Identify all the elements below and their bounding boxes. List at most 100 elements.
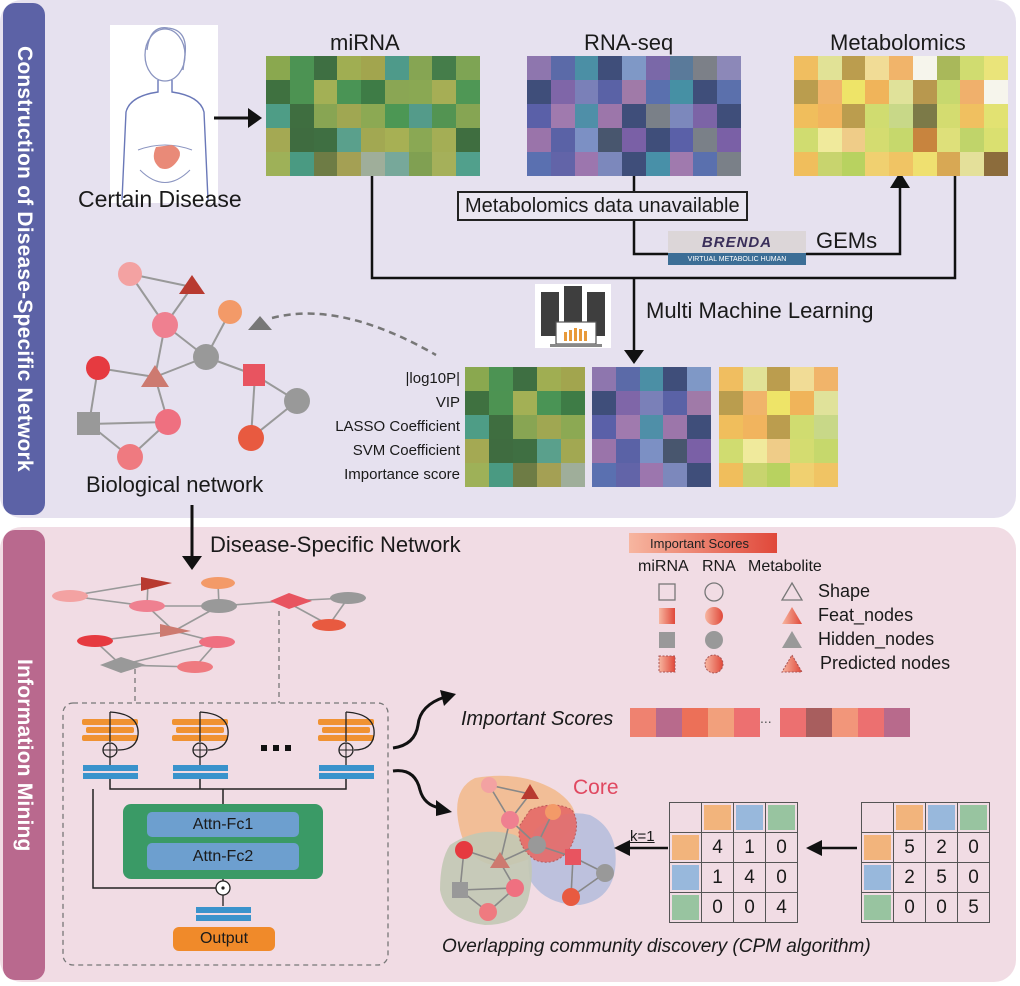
heatmap-cell <box>337 56 362 80</box>
legend-row-predicted: Predicted nodes <box>820 653 951 673</box>
heatmap-cell <box>561 439 585 463</box>
heatmap-cell <box>465 415 489 439</box>
core-label: Core <box>573 776 619 799</box>
heatmap-cell <box>814 463 838 487</box>
heatmap-cell <box>550 56 575 80</box>
heatmap-cell <box>384 104 409 128</box>
heatmap-cell <box>817 80 842 104</box>
heatmap-cell <box>527 56 551 80</box>
ml-metabolite-heatmap <box>719 367 838 487</box>
heatmap-cell <box>742 439 767 463</box>
heatmap-cell <box>663 463 688 487</box>
heatmap-cell <box>814 439 838 463</box>
score-cell <box>682 708 708 737</box>
matrix-cell: 0 <box>925 892 958 923</box>
heatmap-cell <box>814 415 838 439</box>
heatmap-cell <box>592 391 616 415</box>
heatmap-cell <box>615 415 640 439</box>
heatmap-cell <box>639 439 664 463</box>
heatmap-cell <box>527 152 551 176</box>
heatmap-cell <box>537 367 561 391</box>
heatmap-cell <box>513 391 537 415</box>
heatmap-cell <box>266 128 290 152</box>
heatmap-cell <box>645 128 670 152</box>
heatmap-cell <box>537 415 561 439</box>
metabolomics-title: Metabolomics <box>830 30 966 55</box>
heatmap-cell <box>639 463 664 487</box>
heatmap-cell <box>550 104 575 128</box>
matrix-cell: 0 <box>765 862 798 893</box>
matrix-cell: 0 <box>957 832 990 863</box>
heatmap-cell <box>717 152 741 176</box>
heatmap-cell <box>693 56 718 80</box>
heatmap-cell <box>361 56 385 80</box>
heatmap-cell <box>408 128 433 152</box>
dsn-node <box>52 590 88 602</box>
heatmap-cell <box>693 104 718 128</box>
metabolomics-heatmap <box>794 56 1008 176</box>
heatmap-cell <box>622 80 646 104</box>
heatmap-cell <box>889 56 913 80</box>
heatmap-cell <box>489 463 513 487</box>
heatmap-cell <box>719 463 743 487</box>
heatmap-cell <box>717 104 741 128</box>
heatmap-cell <box>456 80 480 104</box>
heatmap-cell <box>984 104 1008 128</box>
gnn-layer-blocks <box>82 711 375 779</box>
heatmap-cell <box>669 56 694 80</box>
curved-arrow-icon <box>392 695 446 750</box>
heatmap-cell <box>960 56 985 80</box>
heatmap-cell <box>527 80 551 104</box>
gnn-block <box>82 711 139 779</box>
feat-triangle-icon <box>782 607 802 624</box>
heatmap-cell <box>669 128 694 152</box>
heatmap-cell <box>456 56 480 80</box>
heatmap-cell <box>889 80 913 104</box>
network-node <box>77 412 100 435</box>
scores-bar-left <box>630 708 760 737</box>
network-node <box>152 312 178 338</box>
heatmap-cell <box>313 152 338 176</box>
network-node <box>118 262 142 286</box>
heatmap-cell <box>622 56 646 80</box>
heatmap-cell <box>465 391 489 415</box>
heatmap-cell <box>912 152 937 176</box>
heatmap-cell <box>790 439 815 463</box>
community-caption: Overlapping community discovery (CPM alg… <box>442 936 871 957</box>
heatmap-cell <box>841 152 866 176</box>
heatmap-cell <box>622 152 646 176</box>
dsn-node <box>330 592 366 604</box>
heatmap-cell <box>742 391 767 415</box>
hidden-triangle-icon <box>782 631 802 648</box>
heatmap-cell <box>408 104 433 128</box>
brenda-text: BRENDA <box>701 233 773 251</box>
matrix-corner <box>861 802 894 833</box>
score-cell <box>630 708 656 737</box>
legend-col-mirna: miRNA <box>638 558 689 575</box>
heatmap-cell <box>687 367 711 391</box>
matrix-cell: 1 <box>701 862 734 893</box>
heatmap-cell <box>766 367 791 391</box>
heatmap-cell <box>817 128 842 152</box>
rnaseq-heatmap <box>527 56 741 176</box>
predicted-circle-icon <box>704 654 724 674</box>
heatmap-cell <box>814 391 838 415</box>
matrix-cell: 2 <box>925 832 958 863</box>
legend-row-shape: Shape <box>818 581 871 601</box>
matrix-cell: 0 <box>893 892 926 923</box>
heatmap-cell <box>361 128 385 152</box>
heatmap-cell <box>936 80 961 104</box>
matrix-cell: 0 <box>701 892 734 923</box>
disease-label: Certain Disease <box>78 186 242 212</box>
heatmap-cell <box>313 80 338 104</box>
heatmap-cell <box>465 463 489 487</box>
brenda-logo: BRENDA <box>668 231 806 253</box>
metric-label: |log10P| <box>405 370 461 387</box>
heatmap-cell <box>384 152 409 176</box>
matrix-cell: 0 <box>957 862 990 893</box>
heatmap-cell <box>266 56 290 80</box>
heatmap-cell <box>663 367 688 391</box>
heatmap-cell <box>936 128 961 152</box>
heatmap-cell <box>960 128 985 152</box>
heatmap-cell <box>794 104 818 128</box>
